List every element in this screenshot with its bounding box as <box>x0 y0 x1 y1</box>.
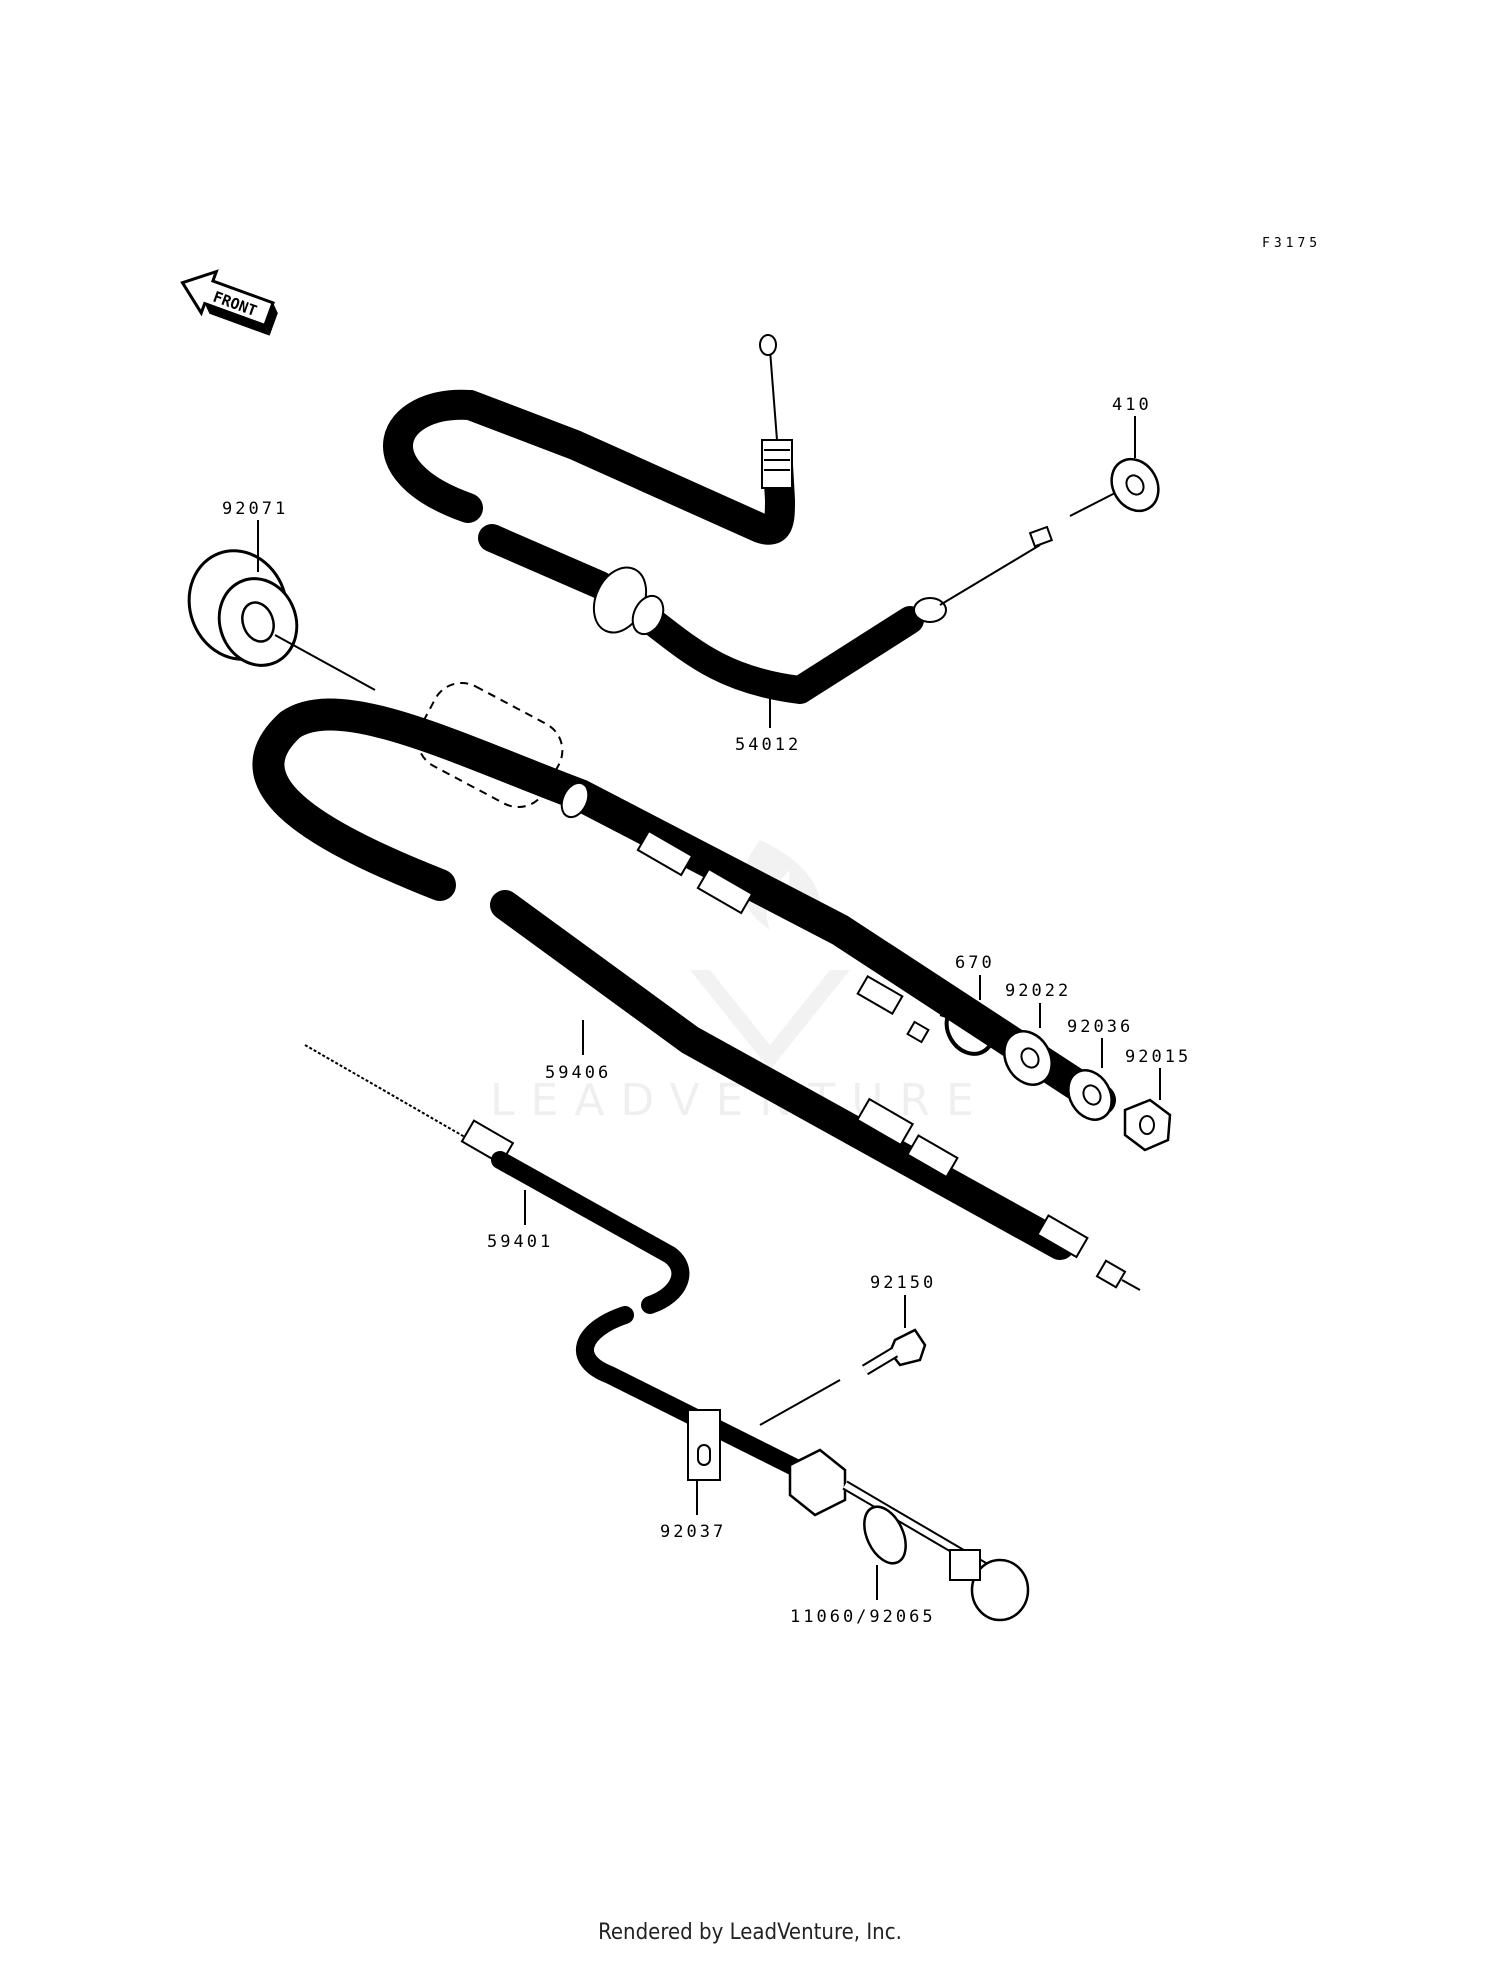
bolt-92150 <box>759 1328 927 1426</box>
part-label-59406: 59406 <box>545 1063 611 1083</box>
part-label-11060-92065: 11060/92065 <box>790 1607 936 1627</box>
part-label-54012: 54012 <box>735 735 801 755</box>
part-label-410: 410 <box>1112 395 1152 415</box>
part-label-92015: 92015 <box>1125 1047 1191 1067</box>
credit-footer: Rendered by LeadVenture, Inc. <box>598 1920 902 1945</box>
part-label-92037: 92037 <box>660 1522 726 1542</box>
leader-lines <box>257 416 1161 1600</box>
part-labels: 410 92071 54012 670 92022 92036 92015 59… <box>222 395 1191 1627</box>
figure-code: F3175 <box>1262 236 1321 251</box>
front-arrow-icon: FRONT <box>180 269 278 336</box>
part-label-92022: 92022 <box>1005 981 1071 1001</box>
cable-59401 <box>304 1044 1030 1622</box>
part-label-59401: 59401 <box>487 1232 553 1252</box>
nut-92015 <box>1123 1098 1172 1152</box>
part-label-92036: 92036 <box>1067 1017 1133 1037</box>
lock-washer-92036 <box>1067 1069 1113 1121</box>
part-label-670: 670 <box>955 953 995 973</box>
o-ring-670 <box>939 1000 996 1056</box>
cable-54012 <box>383 334 1054 704</box>
cable-59406 <box>252 681 1141 1291</box>
part-label-92150: 92150 <box>870 1273 936 1293</box>
washer-410 <box>1069 457 1160 517</box>
grommet-92071 <box>187 549 376 691</box>
washer-92022 <box>1003 1030 1053 1086</box>
part-label-92071: 92071 <box>222 499 288 519</box>
